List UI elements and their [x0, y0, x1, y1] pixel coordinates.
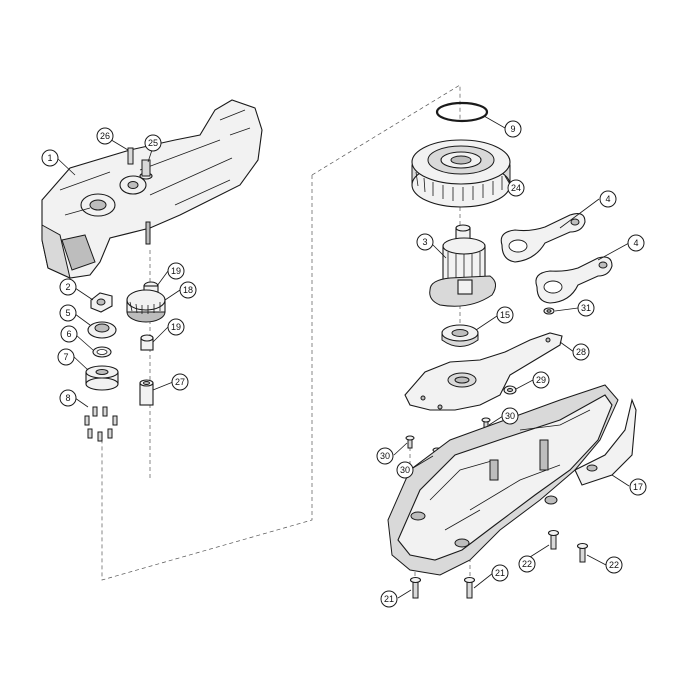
housing-cover-part-17	[387, 384, 637, 576]
screw-part-22-left	[547, 529, 560, 550]
svg-text:21: 21	[495, 568, 505, 578]
callout-8: 8	[59, 389, 77, 407]
gear-housing-part-1	[41, 99, 263, 279]
callout-4-upper: 4	[599, 190, 617, 208]
svg-text:9: 9	[510, 124, 515, 134]
spring-pin-part-25	[139, 159, 153, 180]
svg-text:26: 26	[100, 131, 110, 141]
callout-21-right: 21	[491, 564, 509, 582]
svg-text:8: 8	[65, 393, 70, 403]
callout-22-right: 22	[605, 556, 623, 574]
svg-text:30: 30	[505, 411, 515, 421]
callout-31: 31	[577, 299, 595, 317]
callout-26: 26	[96, 127, 114, 145]
pin-part-26	[127, 147, 134, 165]
connecting-rod-part-4-upper	[500, 213, 586, 263]
sleeve-part-27	[139, 379, 154, 406]
callout-22-left: 22	[518, 555, 536, 573]
callout-17: 17	[629, 478, 647, 496]
callout-6: 6	[60, 325, 78, 343]
callout-30-left: 30	[376, 447, 394, 465]
pinion-gear-part-18	[126, 289, 166, 323]
needle-rollers-part-8	[84, 406, 118, 442]
svg-text:5: 5	[65, 308, 70, 318]
svg-text:24: 24	[511, 183, 521, 193]
screw-part-21-left	[409, 576, 422, 599]
callout-9: 9	[504, 120, 522, 138]
crank-gear-part-24	[411, 139, 511, 208]
callout-2: 2	[59, 278, 77, 296]
svg-text:18: 18	[183, 285, 193, 295]
crankshaft-part-3	[429, 224, 496, 307]
bushing-part-19-lower	[140, 334, 154, 351]
svg-text:22: 22	[609, 560, 619, 570]
svg-text:19: 19	[171, 322, 181, 332]
callout-4-lower: 4	[627, 234, 645, 252]
drive-hub-part-7	[85, 365, 119, 391]
svg-text:29: 29	[536, 375, 546, 385]
svg-text:6: 6	[66, 329, 71, 339]
ball-bearing-part-15	[441, 324, 479, 347]
callout-24: 24	[507, 179, 525, 197]
callout-30-right: 30	[501, 407, 519, 425]
callout-19-lower: 19	[167, 318, 185, 336]
washer-part-31	[543, 307, 555, 315]
svg-text:17: 17	[633, 482, 643, 492]
washer-part-2	[90, 292, 113, 313]
svg-text:15: 15	[500, 310, 510, 320]
callout-18: 18	[179, 281, 197, 299]
svg-text:30: 30	[400, 465, 410, 475]
callout-29: 29	[532, 371, 550, 389]
callout-19-upper: 19	[167, 262, 185, 280]
o-ring-part-9	[435, 101, 489, 123]
screw-part-21-right	[463, 576, 476, 599]
callout-15: 15	[496, 306, 514, 324]
svg-text:21: 21	[384, 594, 394, 604]
callout-3: 3	[416, 233, 434, 251]
svg-text:19: 19	[171, 266, 181, 276]
svg-text:25: 25	[148, 138, 158, 148]
svg-text:7: 7	[63, 352, 68, 362]
screw-part-22-right	[576, 542, 589, 563]
svg-text:4: 4	[633, 238, 638, 248]
snap-ring-part-6	[92, 346, 112, 358]
callout-25: 25	[144, 134, 162, 152]
screw-part-30-right	[481, 417, 491, 431]
callout-1: 1	[41, 149, 59, 167]
leader-lines	[57, 115, 630, 599]
svg-text:31: 31	[581, 303, 591, 313]
washer-part-29	[503, 385, 517, 395]
svg-text:30: 30	[380, 451, 390, 461]
svg-text:22: 22	[522, 559, 532, 569]
svg-text:27: 27	[175, 377, 185, 387]
callout-27: 27	[171, 373, 189, 391]
callout-30-middle: 30	[396, 461, 414, 479]
ball-bearing-part-5	[87, 321, 117, 339]
svg-text:28: 28	[576, 347, 586, 357]
guide-plate-part-28	[404, 332, 563, 411]
svg-text:4: 4	[605, 194, 610, 204]
callout-28: 28	[572, 343, 590, 361]
svg-text:1: 1	[47, 153, 52, 163]
connecting-rod-part-4-lower	[535, 256, 613, 304]
svg-text:2: 2	[65, 282, 70, 292]
svg-text:3: 3	[422, 237, 427, 247]
screw-part-30-left	[405, 435, 415, 449]
callout-7: 7	[57, 348, 75, 366]
callout-5: 5	[59, 304, 77, 322]
callout-21-left: 21	[380, 590, 398, 608]
